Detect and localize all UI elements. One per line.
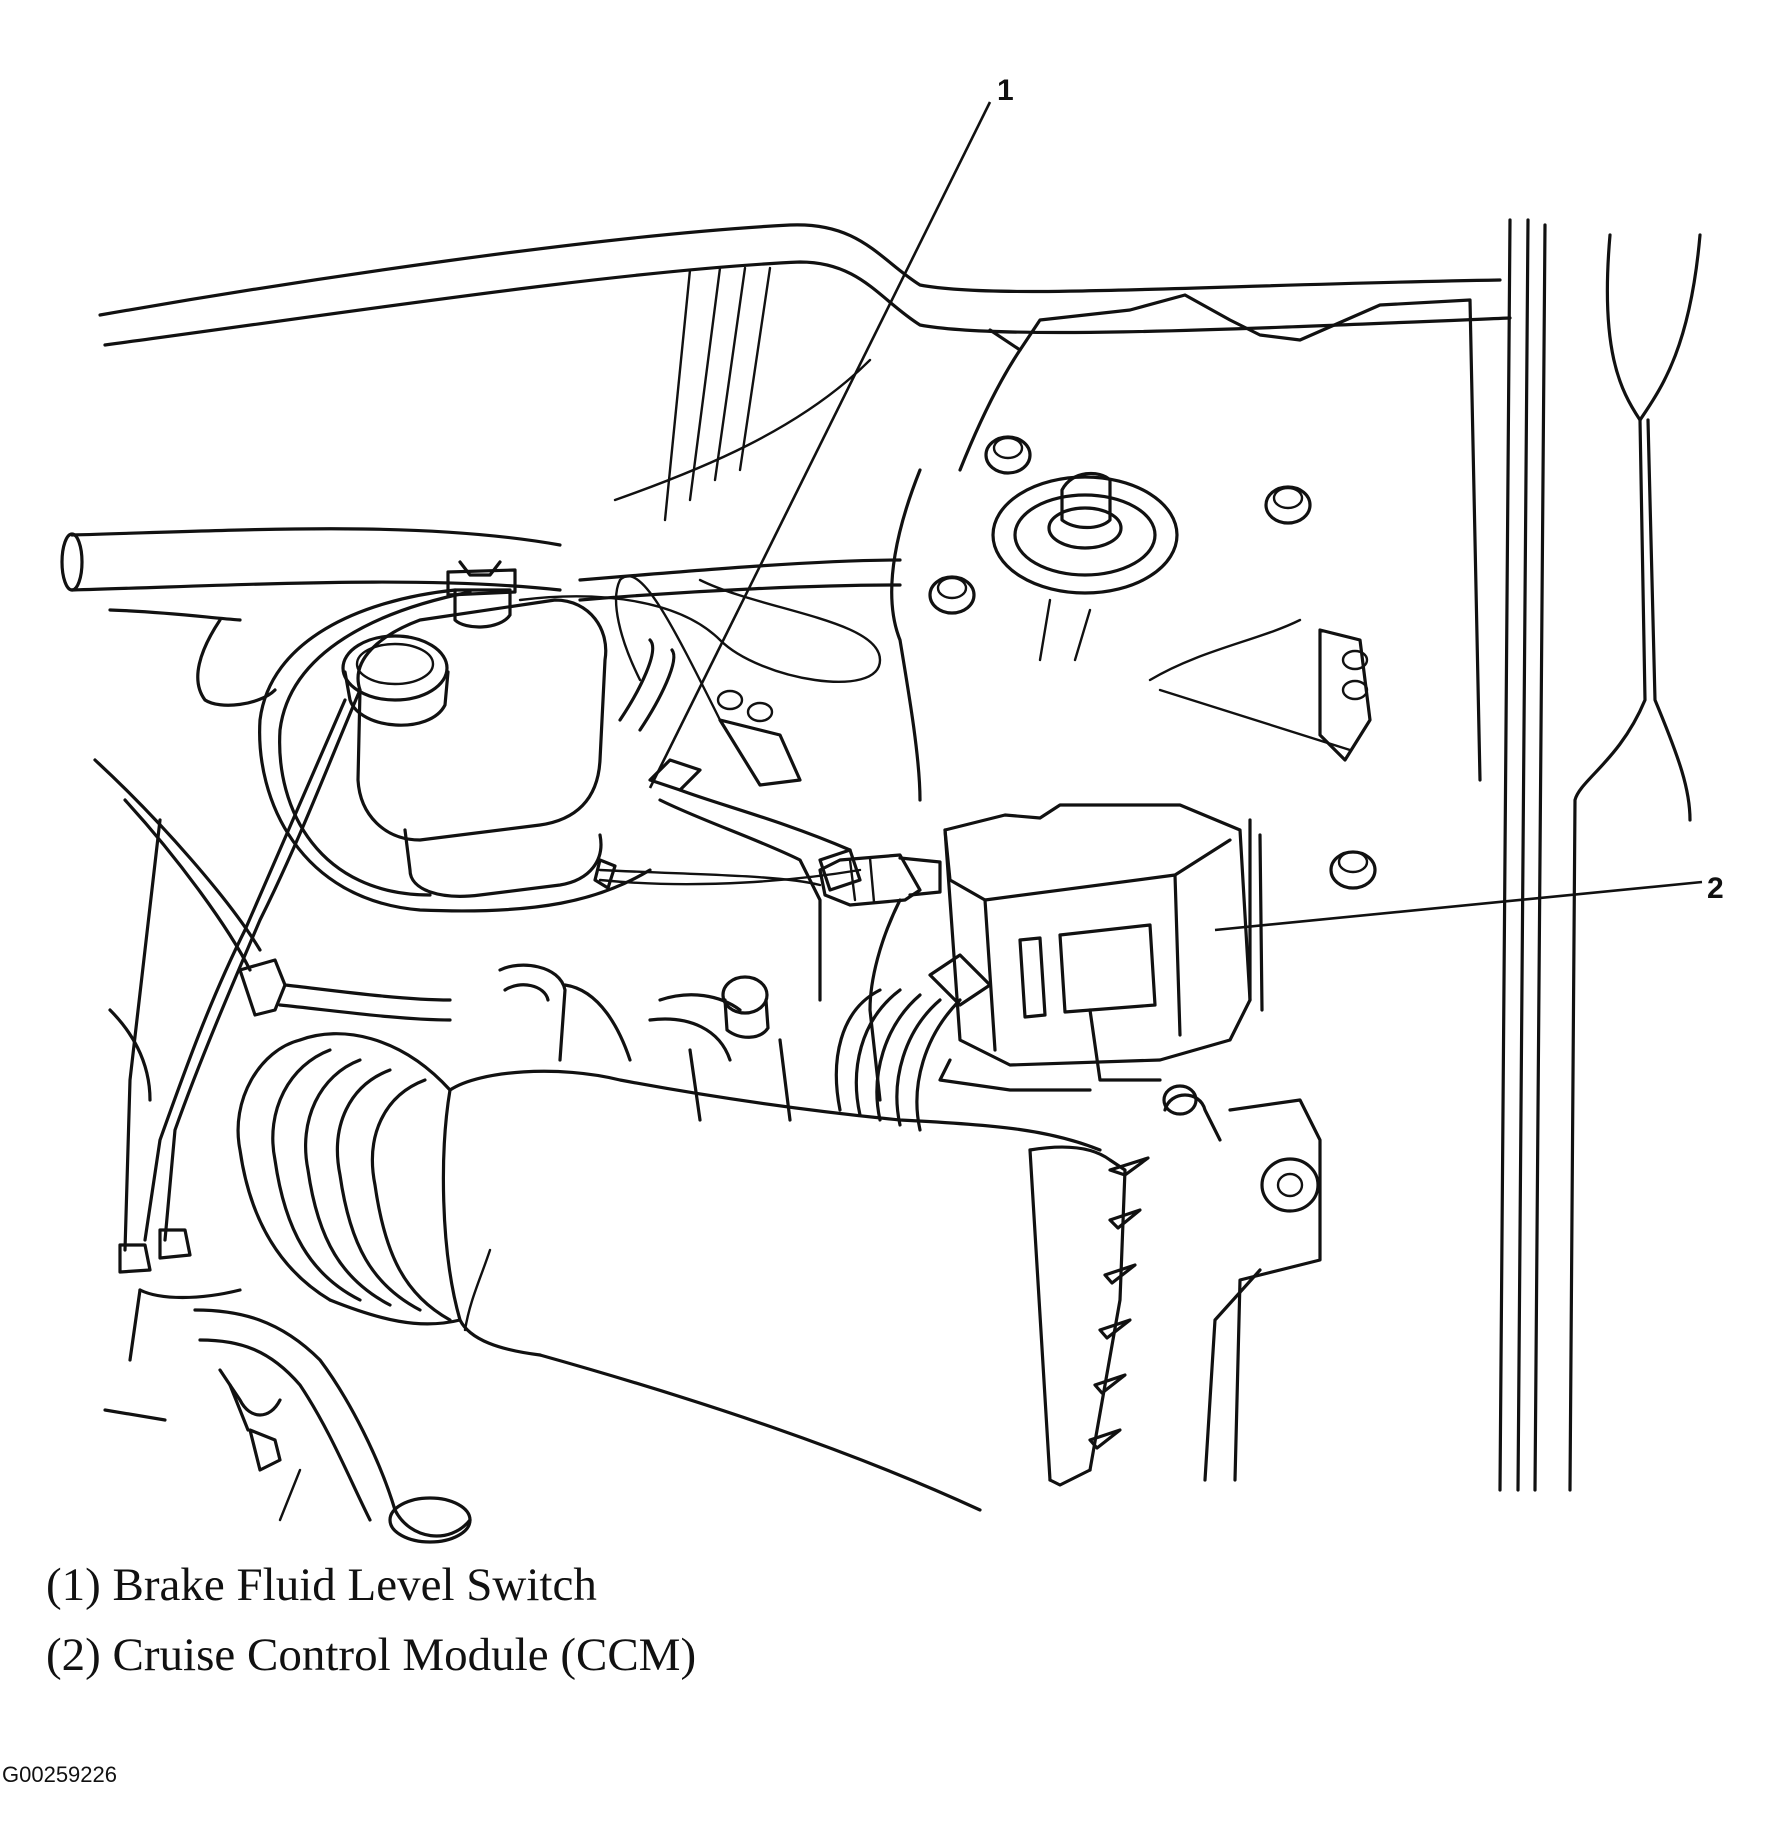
callout-1-number: 1 [997, 74, 1014, 107]
strut-tower [890, 293, 1482, 890]
lower-left-frame [93, 758, 472, 1544]
lower-bracket [1162, 1084, 1322, 1482]
hoses [238, 958, 792, 1122]
resonator-housing [1028, 1145, 1150, 1487]
strut-bolt [1329, 850, 1377, 890]
callout-2: 2 [1214, 872, 1724, 932]
module-harness [834, 898, 992, 1132]
air-intake-duct [236, 1032, 1102, 1512]
brake-lines [118, 574, 882, 1274]
figure-id: G00259226 [2, 1762, 117, 1787]
right-body-panel [1498, 218, 1702, 1492]
strut-bolt [984, 435, 1032, 475]
cruise-control-module [938, 803, 1264, 1092]
ccm-connector [818, 853, 942, 907]
strut-bolt [928, 575, 976, 615]
brake-fluid-reservoir [341, 560, 608, 898]
reservoir-cap [341, 634, 450, 727]
legend-brake-fluid-level-switch: (1) Brake Fluid Level Switch [46, 1559, 597, 1611]
callout-2-leader [1214, 880, 1703, 932]
line-fitting [118, 1228, 192, 1274]
callout-2-number: 2 [1707, 872, 1724, 905]
callout-1: 1 [648, 74, 1014, 789]
fender-outline [98, 223, 1512, 522]
switch-harness [593, 638, 862, 1002]
legend-cruise-control-module: (2) Cruise Control Module (CCM) [46, 1629, 697, 1681]
cowl-pipe [60, 527, 902, 707]
strut-bolt [1264, 485, 1312, 525]
callout-1-leader [648, 101, 992, 789]
